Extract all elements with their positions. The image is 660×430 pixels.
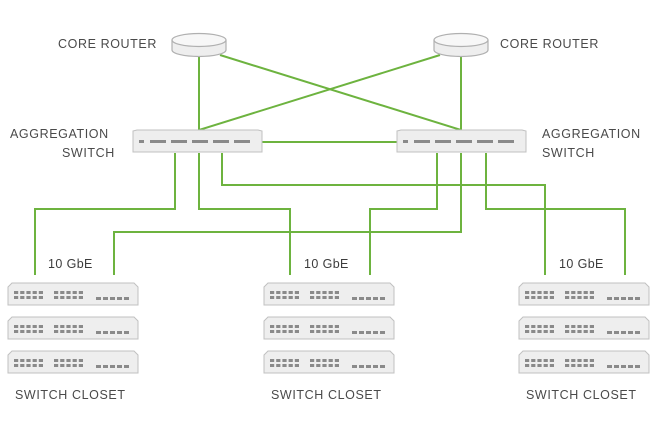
access-switch-icon xyxy=(518,316,650,340)
switch-closet-center xyxy=(263,282,395,374)
access-switch-icon xyxy=(263,316,395,340)
access-switch-icon xyxy=(7,316,139,340)
aggregation-switch-icon xyxy=(396,129,527,153)
gbe-label-right: 10 GbE xyxy=(559,257,604,271)
switch-closet-right-label: SWITCH CLOSET xyxy=(526,388,637,402)
link-agg-left-to-closet-left xyxy=(34,153,176,275)
access-switch-icon xyxy=(7,350,139,374)
gbe-label-left: 10 GbE xyxy=(48,257,93,271)
router-icon xyxy=(171,32,227,58)
switch-closet-center-label: SWITCH CLOSET xyxy=(271,388,382,402)
aggregation-switch-right-label-line1: AGGREGATION xyxy=(542,127,641,141)
aggregation-switch-right-label-line2: SWITCH xyxy=(542,146,595,160)
switch-closet-left-label: SWITCH CLOSET xyxy=(15,388,126,402)
aggregation-switch-left-label-line1: AGGREGATION xyxy=(10,127,109,141)
core-router-left-label: CORE ROUTER xyxy=(58,37,157,51)
links xyxy=(34,54,626,275)
link-core-right-to-agg-left xyxy=(198,54,441,131)
core-router-right-label: CORE ROUTER xyxy=(500,37,599,51)
link-agg-right-to-closet-right xyxy=(485,153,626,275)
access-switch-icon xyxy=(7,282,139,306)
core-router-right: CORE ROUTER xyxy=(433,32,599,58)
link-agg-right-to-closet-center xyxy=(369,153,438,275)
link-agg-left-to-closet-right xyxy=(221,153,546,275)
switch-closet-right xyxy=(518,282,650,374)
link-agg-left-to-closet-center xyxy=(198,153,291,275)
access-switch-icon xyxy=(263,350,395,374)
link-agg-right-to-closet-left xyxy=(113,153,462,275)
router-icon xyxy=(433,32,489,58)
link-core-left-to-agg-right xyxy=(219,54,462,131)
aggregation-switch-left-label-line2: SWITCH xyxy=(62,146,115,160)
switch-closet-left xyxy=(7,282,139,374)
access-switch-icon xyxy=(518,350,650,374)
gbe-label-center: 10 GbE xyxy=(304,257,349,271)
access-switch-icon xyxy=(263,282,395,306)
aggregation-switch-icon xyxy=(132,129,263,153)
access-switch-icon xyxy=(518,282,650,306)
core-router-left: CORE ROUTER xyxy=(58,32,227,58)
aggregation-switch-left: AGGREGATION SWITCH xyxy=(10,127,263,160)
aggregation-switch-right: AGGREGATION SWITCH xyxy=(396,127,641,160)
